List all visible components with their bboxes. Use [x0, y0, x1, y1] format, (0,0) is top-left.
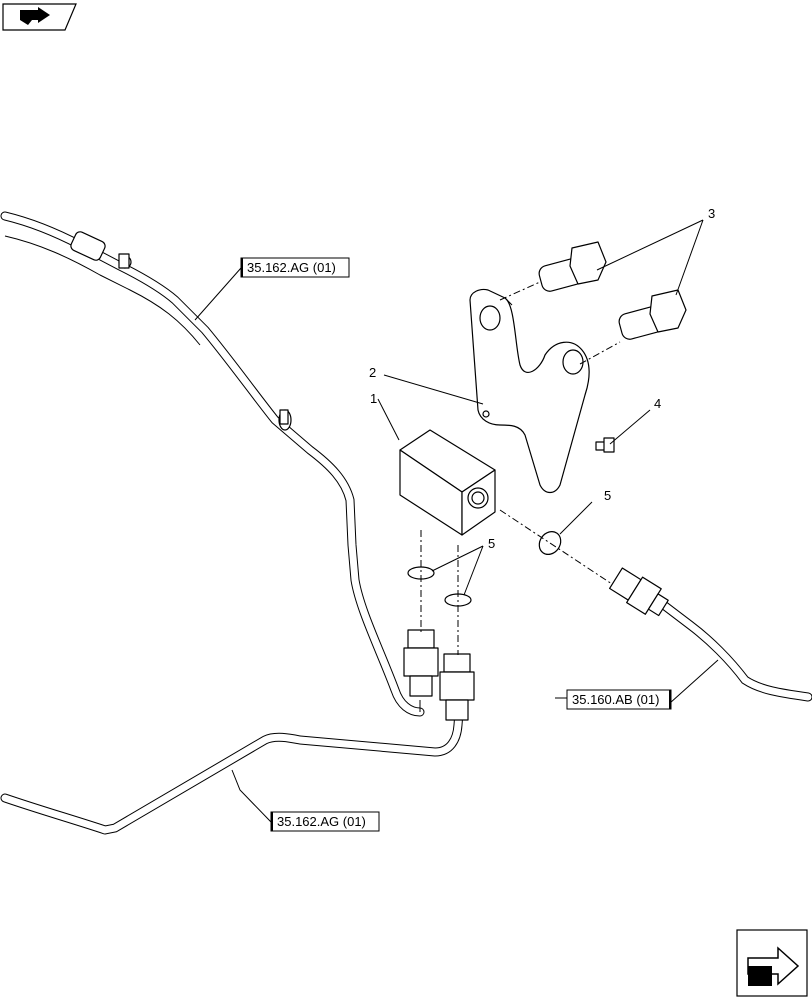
ref-box-right[interactable]: 35.160.AB (01) [566, 689, 672, 710]
callout-5-left: 5 [488, 536, 495, 551]
lower-tube-assembly [0, 695, 465, 835]
upper-tube-assembly [0, 211, 425, 717]
callout-3: 3 [708, 206, 715, 221]
book-arrow-icon[interactable] [2, 3, 77, 31]
callout-4: 4 [654, 396, 661, 411]
callout-1: 1 [370, 391, 377, 406]
callout-2: 2 [369, 365, 376, 380]
right-tube-assembly [608, 567, 812, 702]
tube-fitting-right [439, 653, 475, 721]
tube-fitting-left [403, 629, 439, 697]
o-ring-5-right [538, 531, 562, 555]
ref-text-bottom: 35.162.AG (01) [277, 814, 366, 829]
fitting-part-4 [595, 437, 615, 453]
ref-box-top-left[interactable]: 35.162.AG (01) [240, 257, 350, 278]
callout-5-right: 5 [604, 488, 611, 503]
block-part-1 [399, 429, 496, 536]
bolt-part-3-lower [618, 289, 687, 340]
ref-box-bottom[interactable]: 35.162.AG (01) [270, 811, 380, 832]
assembly-center-lines [420, 281, 621, 655]
ref-text-top-left: 35.162.AG (01) [247, 260, 336, 275]
navigation-arrow-icon[interactable] [736, 929, 808, 997]
ref-text-right: 35.160.AB (01) [572, 692, 659, 707]
bracket-part-2 [469, 288, 590, 494]
bolt-part-3-upper [538, 241, 607, 292]
leader-lines [194, 219, 719, 823]
